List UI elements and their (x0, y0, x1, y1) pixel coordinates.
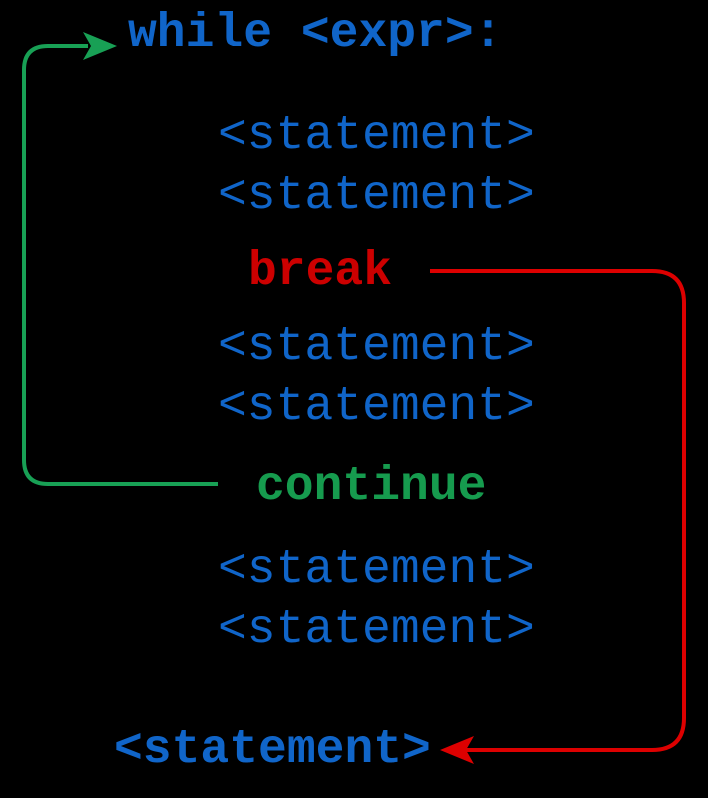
continue-keyword: continue (256, 460, 487, 514)
statement-line-6: <statement> (218, 603, 535, 657)
break-arrowhead-icon (440, 736, 474, 764)
statement-line-1: <statement> (218, 109, 535, 163)
while-header: while <expr>: (128, 7, 503, 61)
post-loop-statement: <statement> (114, 723, 431, 777)
statement-line-5: <statement> (218, 543, 535, 597)
continue-arrowhead-icon (83, 32, 117, 60)
continue-arrow-path (22, 44, 218, 486)
break-arrow-path (430, 269, 686, 752)
statement-line-2: <statement> (218, 169, 535, 223)
statement-line-3: <statement> (218, 320, 535, 374)
break-keyword: break (248, 245, 393, 299)
statement-line-4: <statement> (218, 380, 535, 434)
